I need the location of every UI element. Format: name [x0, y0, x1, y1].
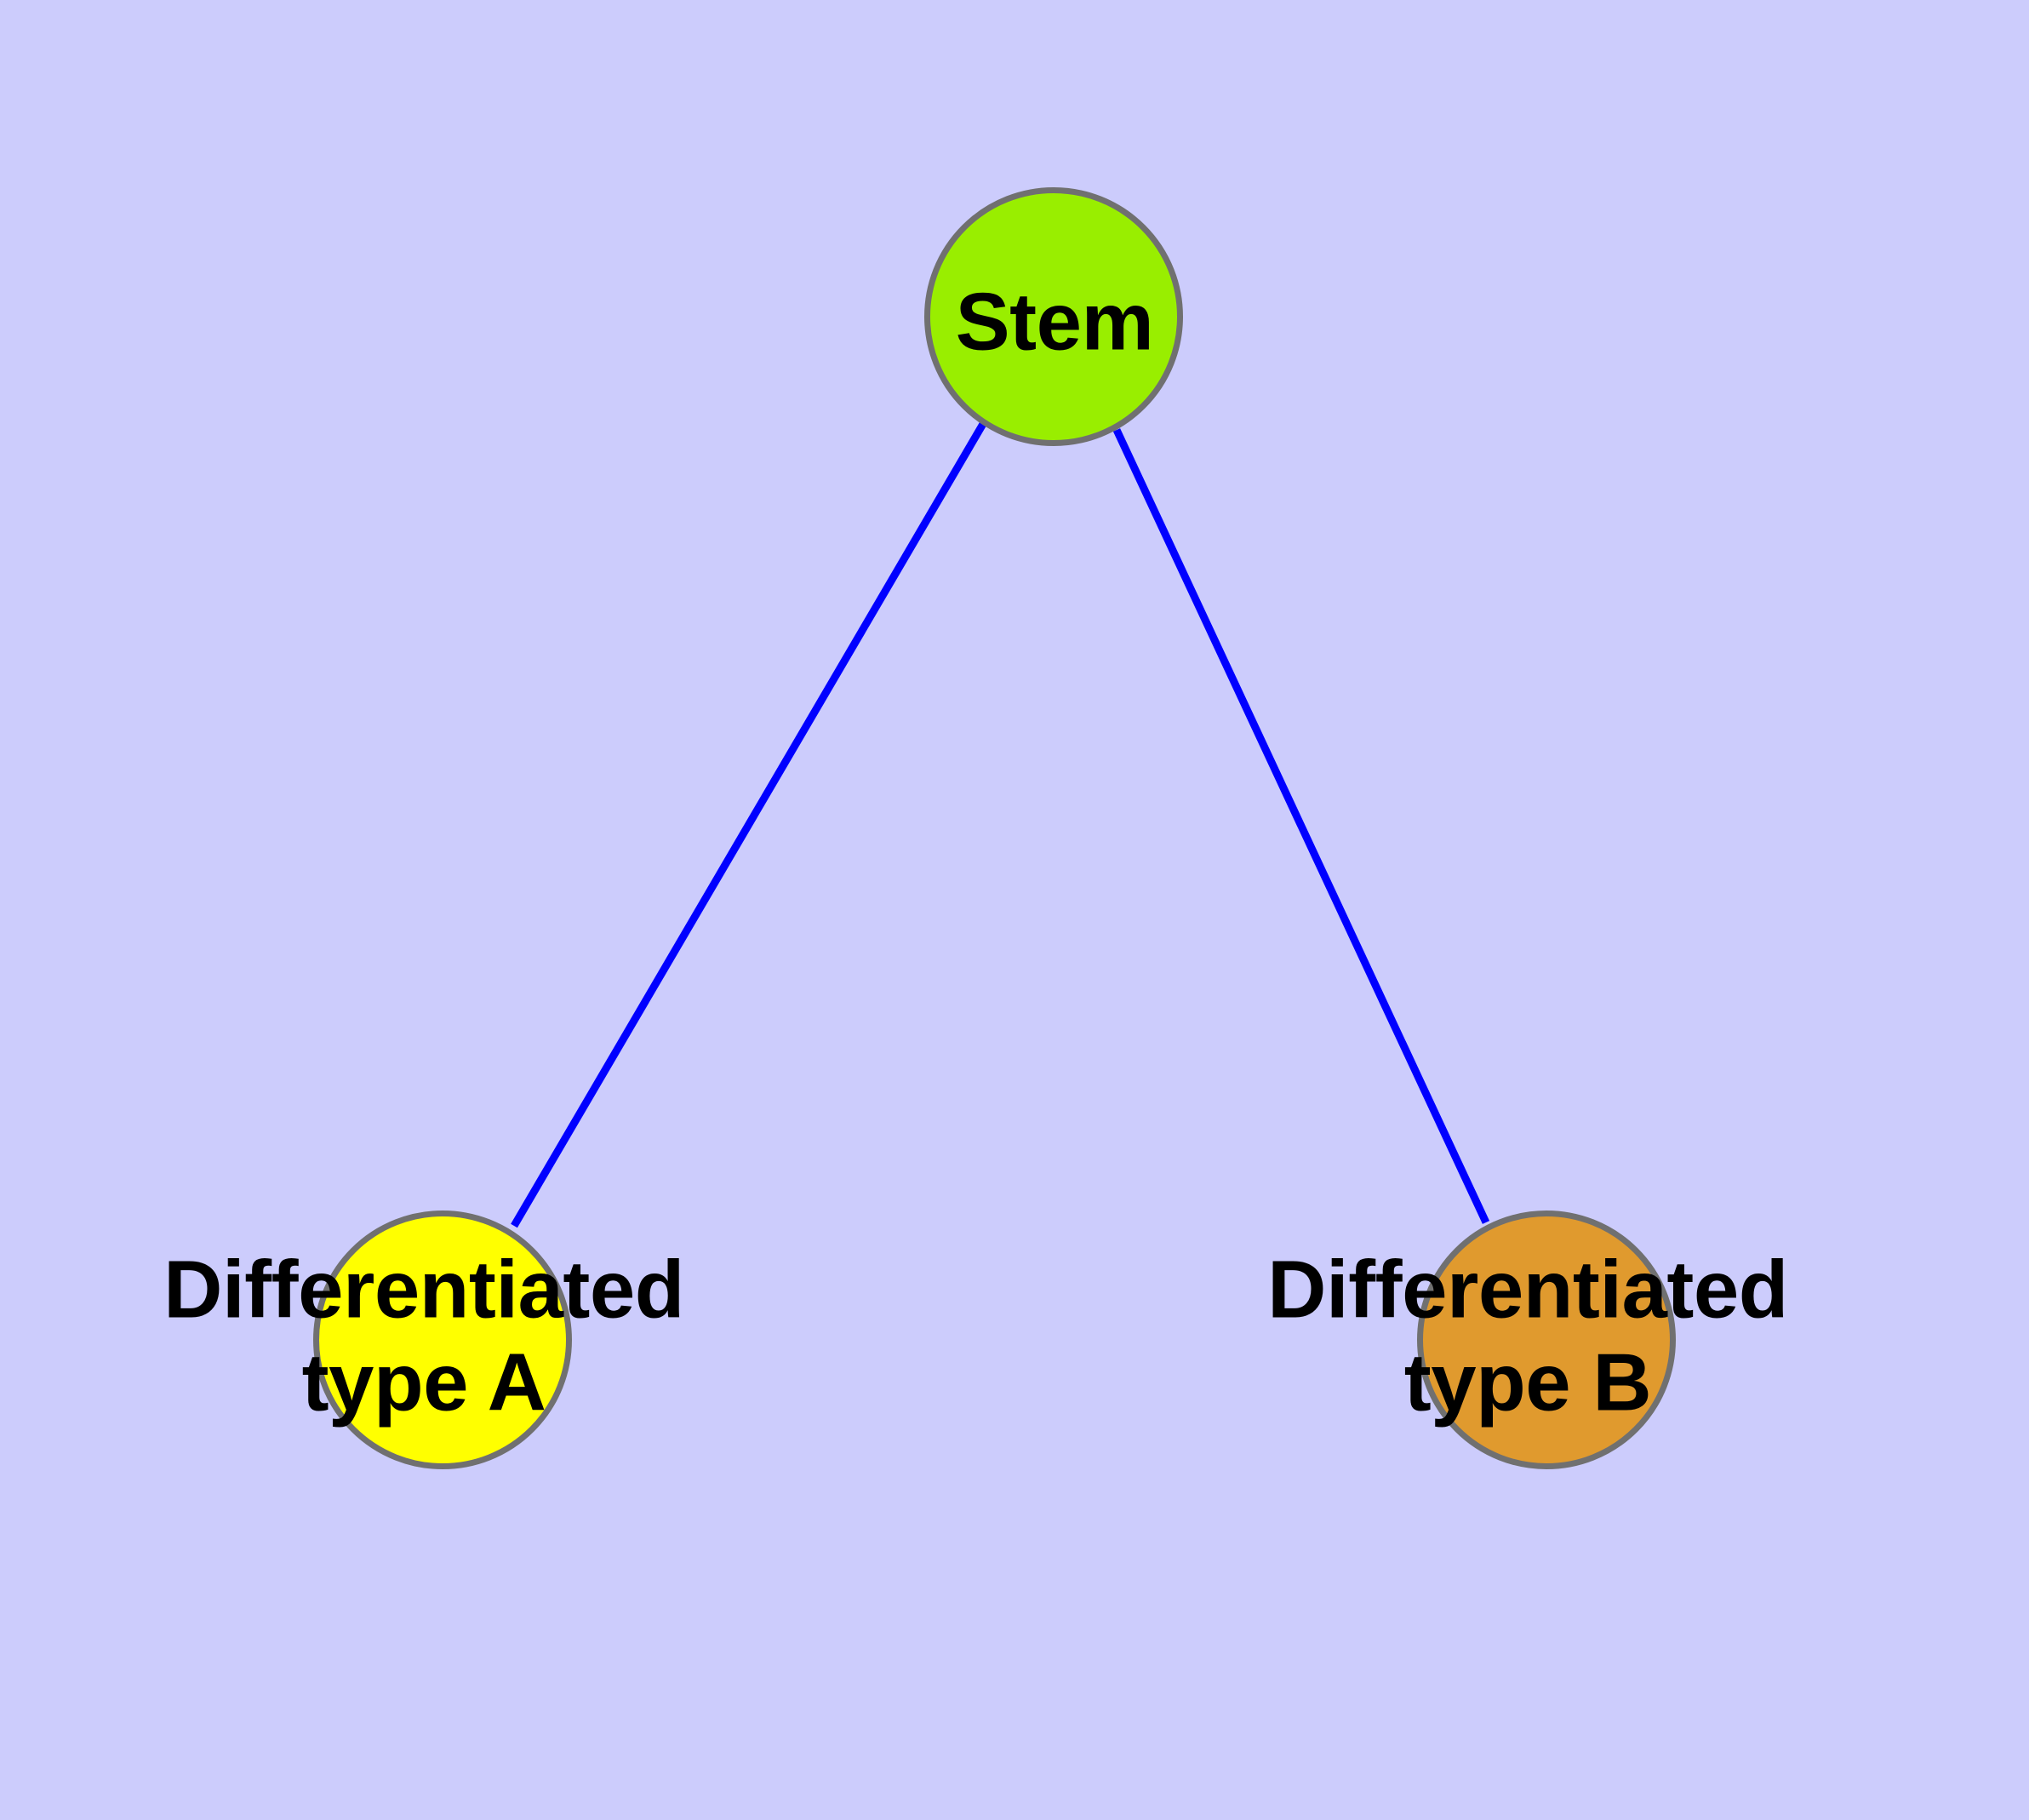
edge-stem-to-diff-b[interactable]	[1112, 428, 1490, 1224]
node-differentiated-type-b[interactable]	[1417, 1210, 1676, 1469]
edge-stem-to-diff-a[interactable]	[511, 421, 986, 1228]
node-stem[interactable]	[924, 187, 1183, 446]
node-differentiated-type-a[interactable]	[313, 1210, 572, 1469]
